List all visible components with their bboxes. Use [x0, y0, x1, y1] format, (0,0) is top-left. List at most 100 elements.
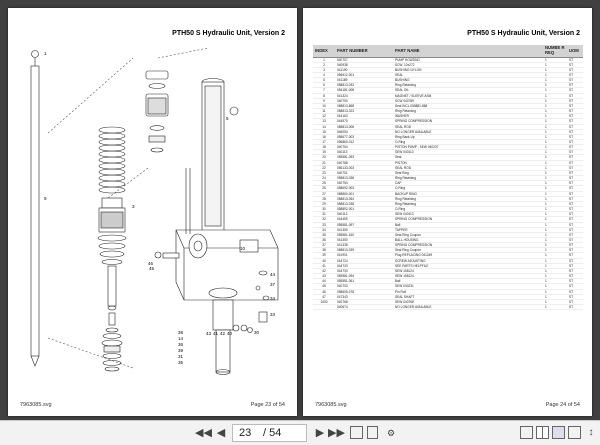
- cell-uom: ST: [567, 294, 583, 300]
- cell-qty: 1: [543, 124, 567, 130]
- cell-uom: ST: [567, 165, 583, 171]
- cell-part-number: 040701: [335, 170, 393, 177]
- cell-qty: 1: [543, 247, 567, 254]
- cell-uom: ST: [567, 206, 583, 213]
- cell-part-name: Seal Ring Coupon: [393, 247, 543, 254]
- cell-part-number: 058813-006: [335, 124, 393, 130]
- cell-index: 7: [313, 87, 335, 94]
- callout-31: 31: [178, 354, 184, 359]
- spring-stack: [98, 126, 126, 194]
- cell-part-name: O-Ring: [393, 206, 543, 213]
- cell-qty: 1: [543, 263, 567, 269]
- cell-part-number: 056133-003: [335, 165, 393, 171]
- cell-qty: 1: [543, 227, 567, 233]
- callout-46: 46: [148, 261, 154, 266]
- cell-qty: 1: [543, 57, 567, 63]
- cell-index: 47: [313, 294, 335, 300]
- callout-41: 41: [213, 331, 219, 336]
- cell-part-name: NO LONGER AVAILABLE: [393, 129, 543, 135]
- cell-qty: 1: [543, 113, 567, 120]
- zoom-icon[interactable]: ⚙: [386, 428, 396, 438]
- rotate-icon[interactable]: [568, 426, 581, 439]
- callout-43: 43: [206, 331, 212, 336]
- cell-part-name: SPRING COMPRESSION: [393, 242, 543, 249]
- callout-36: 36: [178, 342, 184, 347]
- cell-uom: ST: [567, 134, 583, 141]
- cell-part-number: 040754: [335, 144, 393, 151]
- cell-index: 1: [313, 57, 335, 63]
- cell-uom: ST: [567, 289, 583, 295]
- cell-index: 4: [313, 72, 335, 79]
- cell-part-name: Ring Retaining: [393, 108, 543, 115]
- page-number-input[interactable]: [239, 427, 261, 439]
- cell-qty: 1: [543, 93, 567, 99]
- cell-part-name: Ring Retaining: [393, 175, 543, 182]
- cell-part-name: CAP: [393, 180, 543, 187]
- page-footer-right: 7963085.svg Page 24 of 54: [315, 402, 580, 408]
- cell-part-number: 055581-097: [335, 222, 393, 228]
- cell-part-name: BUSHING: [393, 77, 543, 84]
- prev-page-icon[interactable]: ◀: [216, 427, 226, 439]
- fullscreen-icon[interactable]: ↕: [588, 427, 594, 438]
- cell-uom: ST: [567, 258, 583, 264]
- cell-part-name: NO LONGER AVAILABLE: [393, 304, 543, 311]
- cell-index: 22: [313, 165, 335, 171]
- header-part-number: PART NUMBER: [335, 45, 393, 58]
- cell-qty: 1: [543, 304, 567, 311]
- cell-qty: 1: [543, 87, 567, 94]
- continuous-icon[interactable]: [552, 426, 565, 439]
- cell-qty: 1: [543, 67, 567, 73]
- cell-part-number: 058692-003: [335, 185, 393, 192]
- cell-index: 16: [313, 134, 335, 141]
- cell-qty: 1: [543, 149, 567, 156]
- cell-index: 11: [313, 108, 335, 115]
- cell-part-name: SPRING COMPRESSION: [393, 118, 543, 125]
- parts-table-header: INDEX PART NUMBER PART NAME NUMBE R REQ …: [313, 45, 583, 58]
- cell-part-number: 040707: [335, 57, 393, 63]
- cell-part-number: 044724: [335, 258, 393, 264]
- cell-uom: ST: [567, 283, 583, 290]
- cell-part-name: O-Ring: [393, 185, 543, 192]
- cell-uom: ST: [567, 82, 583, 89]
- cell-part-name: SEW 040768: [393, 299, 543, 306]
- cell-index: 25: [313, 180, 335, 187]
- cell-part-name: SEAL: [393, 72, 543, 79]
- fit-width-icon[interactable]: [367, 426, 378, 439]
- cell-index: 10: [313, 103, 335, 110]
- cell-part-name: PUMP HOUSING: [393, 57, 543, 63]
- cell-uom: ST: [567, 118, 583, 125]
- cell-index: 40: [313, 258, 335, 264]
- fit-page-icon[interactable]: [350, 426, 363, 439]
- cell-index: 38: [313, 247, 335, 254]
- first-page-icon[interactable]: ◀◀: [195, 427, 212, 439]
- cell-uom: ST: [567, 87, 583, 94]
- cell-uom: ST: [567, 201, 583, 208]
- cell-index: 26: [313, 185, 335, 192]
- cell-index: 30: [313, 206, 335, 213]
- next-page-icon[interactable]: ▶: [315, 427, 325, 439]
- footer-page-right: Page 24 of 54: [545, 402, 580, 408]
- cell-index: 42: [313, 268, 335, 275]
- viewer-toolbar: ◀◀ ◀ / 54 ▶ ▶▶ ⚙ ↕: [0, 420, 600, 445]
- two-page-icon[interactable]: [536, 426, 549, 439]
- last-page-icon[interactable]: ▶▶: [328, 427, 345, 439]
- single-page-icon[interactable]: [520, 426, 533, 439]
- cell-index: 21: [313, 160, 335, 166]
- cell-qty: 1: [543, 118, 567, 125]
- page-right: PTH50 S Hydraulic Unit, Version 2 INDEX …: [303, 8, 592, 416]
- cell-index: 44: [313, 278, 335, 285]
